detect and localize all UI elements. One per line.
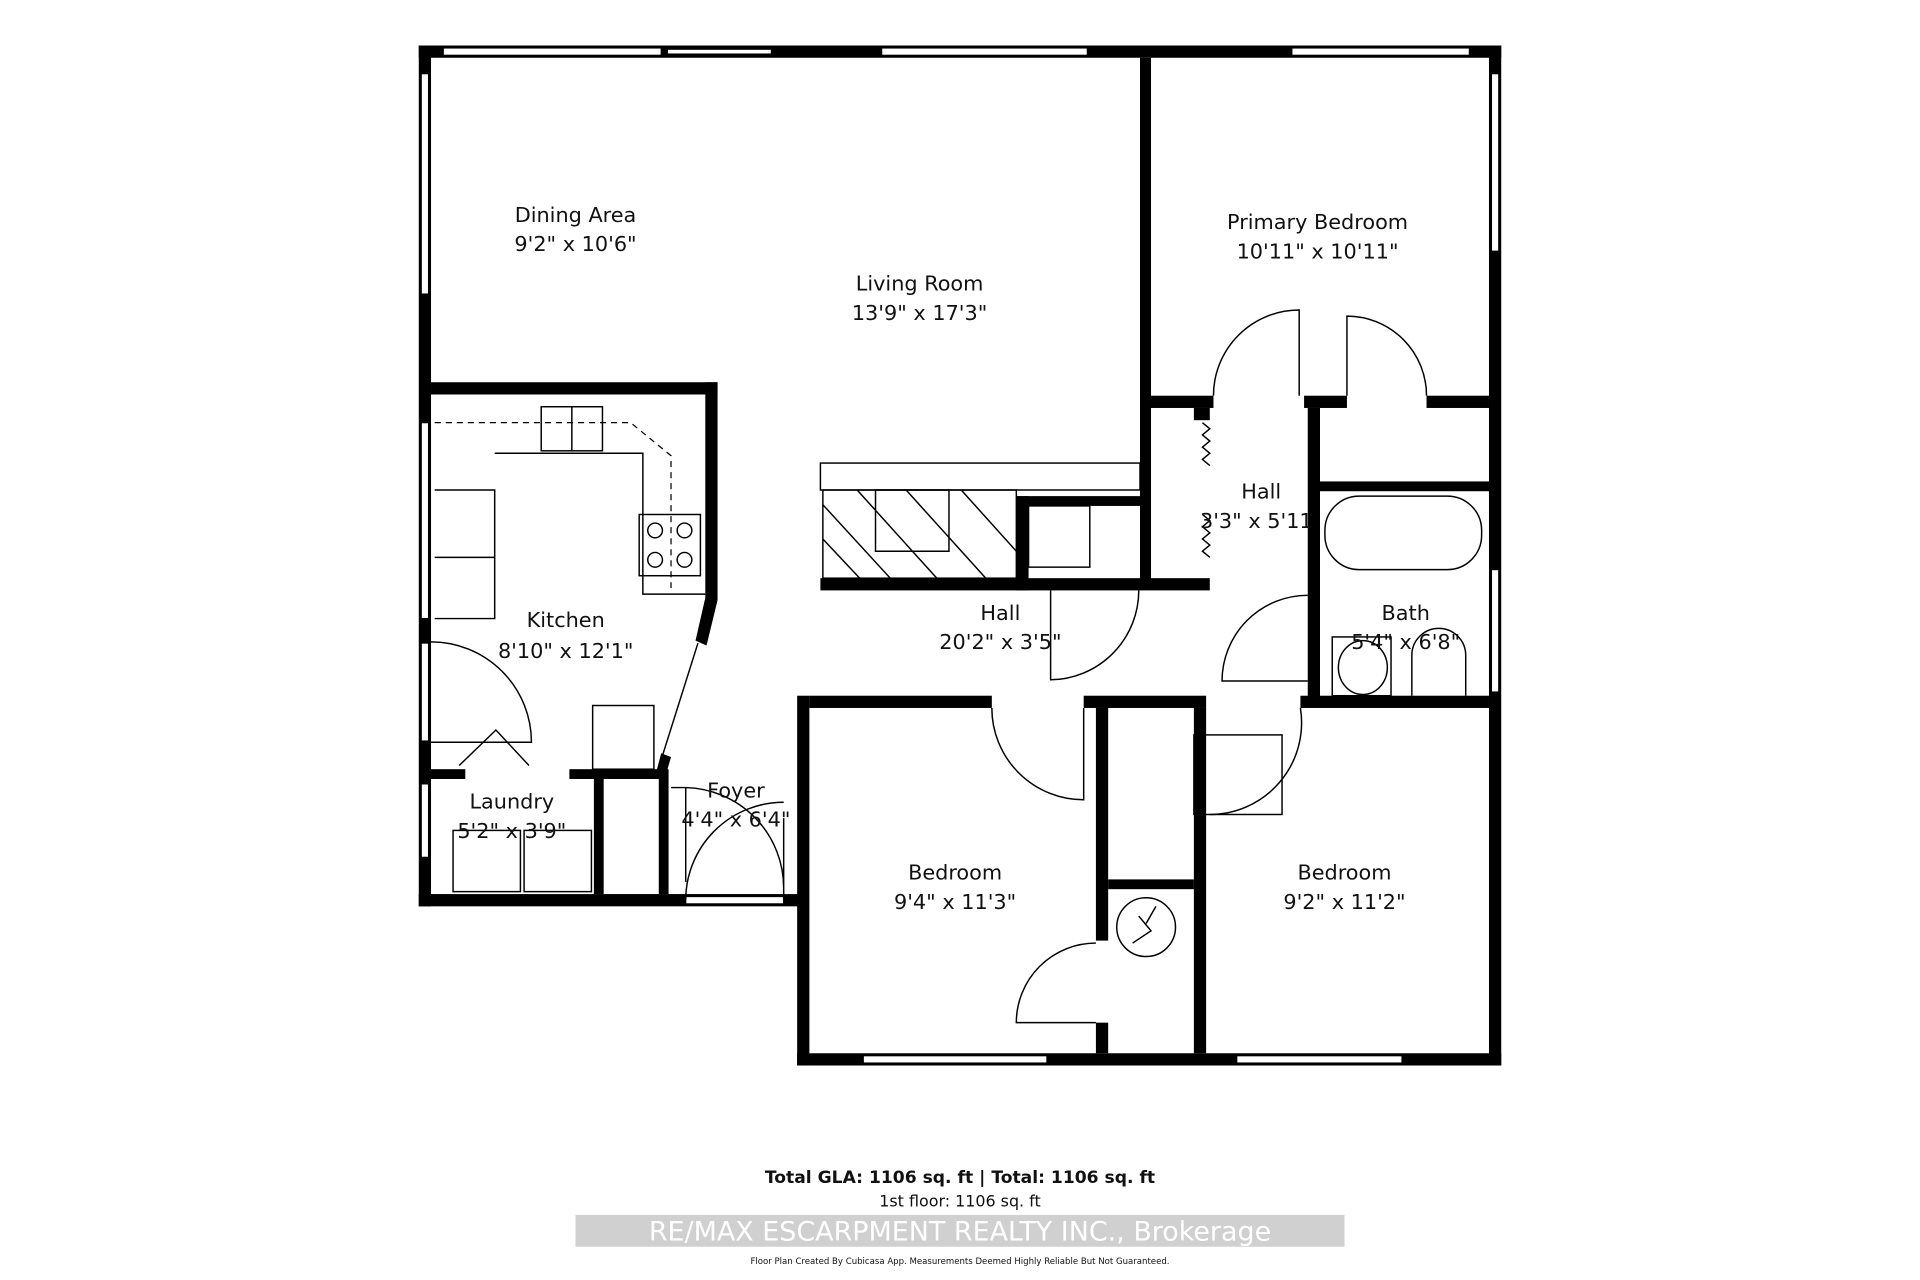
room-name: Hall: [1241, 480, 1281, 504]
disclaimer: Floor Plan Created By Cubicasa App. Meas…: [750, 1257, 1169, 1267]
room-name: Laundry: [469, 789, 554, 813]
total-area: Total GLA: 1106 sq. ft | Total: 1106 sq.…: [765, 1168, 1155, 1188]
room-size: 5'2" x 3'9": [457, 819, 566, 843]
room-labels: Dining Area 9'2" x 10'6" Living Room 13'…: [457, 203, 1460, 914]
room-size: 3'3" x 5'11: [1200, 509, 1313, 533]
room-name: Hall: [980, 601, 1020, 625]
room-name: Primary Bedroom: [1227, 210, 1408, 234]
room-size: 13'9" x 17'3": [852, 301, 988, 325]
room-size: 10'11" x 10'11": [1237, 240, 1399, 264]
room-size: 9'2" x 11'2": [1283, 890, 1405, 914]
watermark: RE/MAX ESCARPMENT REALTY INC., Brokerage: [649, 1217, 1271, 1248]
room-name: Living Room: [856, 271, 984, 295]
room-name: Bath: [1382, 601, 1430, 625]
room-size: 20'2" x 3'5": [939, 630, 1061, 654]
footer: Total GLA: 1106 sq. ft | Total: 1106 sq.…: [575, 1168, 1345, 1267]
room-name: Bedroom: [908, 860, 1002, 884]
room-size: 9'2" x 10'6": [514, 232, 636, 256]
walls: [418, 45, 1502, 1066]
room-size: 5'4" x 6'8": [1351, 630, 1460, 654]
room-name: Kitchen: [527, 608, 605, 632]
room-size: 9'4" x 11'3": [894, 890, 1016, 914]
room-name: Bedroom: [1297, 860, 1391, 884]
fixtures: [431, 309, 1483, 1024]
floor-area: 1st floor: 1106 sq. ft: [879, 1191, 1040, 1210]
watermark-band: [575, 1214, 1345, 1247]
room-size: 4'4" x 6'4": [681, 808, 790, 832]
room-name: Dining Area: [515, 203, 637, 227]
room-name: Foyer: [707, 778, 765, 802]
room-size: 8'10" x 12'1": [498, 639, 634, 663]
